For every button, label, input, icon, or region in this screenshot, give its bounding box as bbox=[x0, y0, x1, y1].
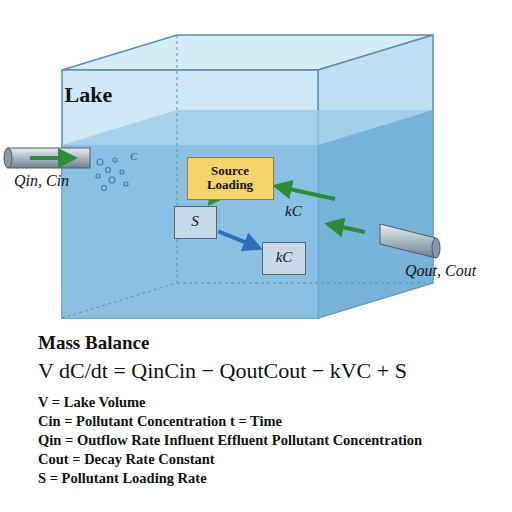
node-text: Source Loading bbox=[196, 164, 265, 191]
outflow-label: Qout, Cout bbox=[405, 262, 476, 280]
hidden-edge bbox=[177, 35, 178, 283]
outflow-arrow bbox=[328, 224, 365, 232]
water-front bbox=[62, 145, 318, 318]
definition-line: Cout = Decay Rate Constant bbox=[38, 451, 215, 468]
decay-flow-arrow bbox=[218, 231, 259, 248]
definition-line: V = Lake Volume bbox=[38, 394, 146, 411]
water-side bbox=[318, 110, 433, 318]
definition-line: S = Pollutant Loading Rate bbox=[38, 470, 207, 487]
hidden-edge bbox=[177, 283, 433, 284]
tank-front bbox=[62, 70, 318, 318]
source-box: Source Loading bbox=[187, 157, 274, 200]
hidden-edge bbox=[62, 283, 177, 318]
definition-line: Cin = Pollutant Concentration t = Time bbox=[38, 413, 282, 430]
section-heading: Mass Balance bbox=[38, 332, 149, 354]
outlet-pipe bbox=[380, 224, 440, 258]
lake-tank: LakeSource LoadingSkC bbox=[62, 35, 433, 318]
inlet-pipe bbox=[4, 148, 90, 168]
inflow-symbol: C bbox=[130, 150, 137, 162]
inflow-label: Qin, Cin bbox=[14, 172, 69, 190]
loading-arrow bbox=[210, 201, 212, 203]
mass-balance-equation: V dC/dt = QinCin − QoutCout − kVC + S bbox=[38, 358, 407, 384]
decay-box: kC bbox=[262, 242, 306, 275]
node-text: Lake bbox=[65, 83, 113, 106]
storage-box: S bbox=[174, 206, 217, 239]
node-text: kC bbox=[276, 250, 293, 266]
inflow-bubbles bbox=[96, 158, 128, 191]
decay-arrow bbox=[276, 186, 335, 199]
decay-label: kC bbox=[285, 203, 302, 220]
definition-line: Qin = Outflow Rate Influent Effluent Pol… bbox=[38, 432, 422, 449]
node-text: S bbox=[191, 214, 199, 230]
